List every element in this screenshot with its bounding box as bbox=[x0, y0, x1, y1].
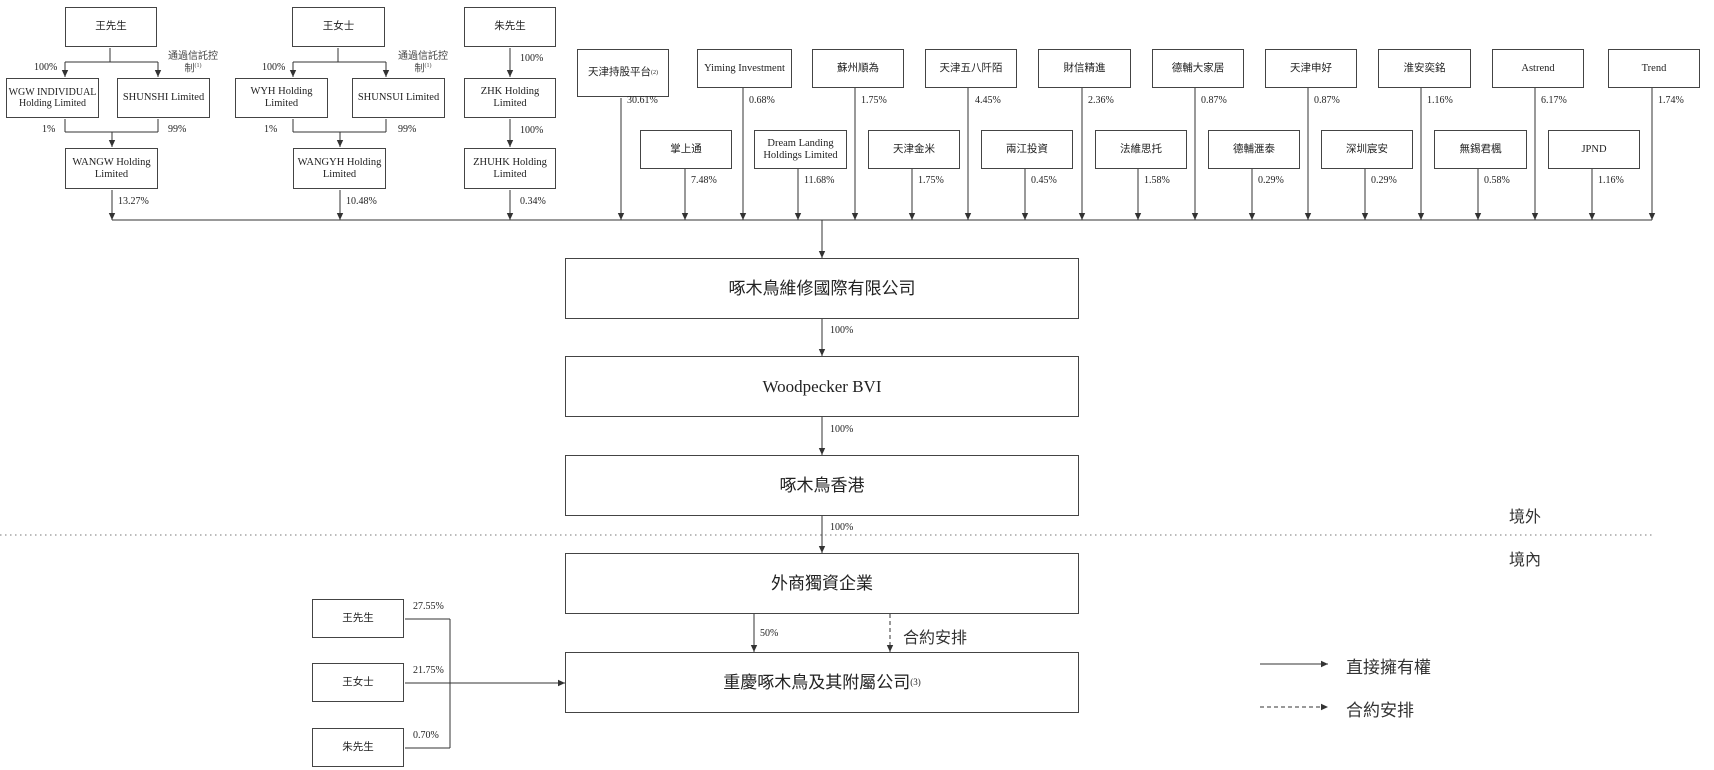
trust-note-1: 通過信託控制(1) bbox=[168, 51, 218, 74]
pct-astrend: 6.17% bbox=[1541, 95, 1567, 106]
shareholder-dream-landing: Dream Landing Holdings Limited bbox=[754, 130, 847, 169]
onshore-label: 境內 bbox=[1509, 552, 1542, 569]
shunshi-box: SHUNSHI Limited bbox=[117, 78, 210, 118]
pct-caixin: 2.36% bbox=[1088, 95, 1114, 106]
holder-wang-mr-box: 王先生 bbox=[312, 599, 404, 638]
pct-tianjin-jinmi: 1.75% bbox=[918, 175, 944, 186]
pct-shunsui-99: 99% bbox=[398, 124, 417, 135]
pct-wgw-1: 1% bbox=[42, 124, 56, 135]
pct-suzhou-shunwei: 1.75% bbox=[861, 95, 887, 106]
chongqing-opco-box: 重慶啄木鳥及其附屬公司(3) bbox=[565, 652, 1079, 713]
pct-huaian-yiming: 1.16% bbox=[1427, 95, 1453, 106]
pct-yiming: 0.68% bbox=[749, 95, 775, 106]
offshore-label: 境外 bbox=[1509, 509, 1542, 526]
pct-holder-zhu-mr: 0.70% bbox=[413, 730, 439, 741]
wgw-box: WGW INDIVIDUAL Holding Limited bbox=[6, 78, 99, 118]
shareholder-wuxi-junfeng: 無錫君楓 bbox=[1434, 130, 1527, 169]
pct-bvi: 100% bbox=[830, 325, 854, 336]
pct-defu-home: 0.87% bbox=[1201, 95, 1227, 106]
cayman-company-box: 啄木鳥維修國際有限公司 bbox=[565, 258, 1079, 319]
shareholder-tianjin-jinmi: 天津金米 bbox=[868, 130, 960, 169]
shareholder-tianjin-58: 天津五八阡陌 bbox=[925, 49, 1017, 88]
pct-shenzhen-chenan: 0.29% bbox=[1371, 175, 1397, 186]
pct-zhuhk-100: 100% bbox=[520, 125, 544, 136]
woodpecker-hk-box: 啄木鳥香港 bbox=[565, 455, 1079, 516]
shareholder-astrend: Astrend bbox=[1492, 49, 1584, 88]
wangyh-box: WANGYH Holding Limited bbox=[293, 148, 386, 189]
pct-shunshi-99: 99% bbox=[168, 124, 187, 135]
pct-dream-landing: 11.68% bbox=[804, 175, 835, 186]
wangw-box: WANGW Holding Limited bbox=[65, 148, 158, 189]
pct-opco: 50% bbox=[760, 628, 779, 639]
shareholder-defu-home: 德輔大家居 bbox=[1152, 49, 1244, 88]
shareholder-trend: Trend bbox=[1608, 49, 1700, 88]
pct-defu-huitai: 0.29% bbox=[1258, 175, 1284, 186]
trust-note-2: 通過信託控制(1) bbox=[398, 51, 448, 74]
pct-wfoe: 100% bbox=[830, 522, 854, 533]
pct-trend: 1.74% bbox=[1658, 95, 1684, 106]
shareholder-defu-huitai: 德輔滙泰 bbox=[1208, 130, 1300, 169]
pct-holder-wang-ms: 21.75% bbox=[413, 665, 444, 676]
pct-tianjin-shenhao: 0.87% bbox=[1314, 95, 1340, 106]
legend-contract-arrangement: 合約安排 bbox=[1346, 701, 1414, 720]
woodpecker-bvi-box: Woodpecker BVI bbox=[565, 356, 1079, 417]
holder-wang-ms-box: 王女士 bbox=[312, 663, 404, 702]
shareholder-tianjin-platform: 天津持股平台(2) bbox=[577, 49, 669, 97]
contract-arrangement-label: 合約安排 bbox=[903, 630, 968, 647]
legend-direct-ownership: 直接擁有權 bbox=[1346, 658, 1431, 677]
pct-tianjin-platform: 30.61% bbox=[627, 95, 658, 106]
shareholder-caixin: 財信精進 bbox=[1038, 49, 1131, 88]
shareholder-jpnd: JPND bbox=[1548, 130, 1640, 169]
shareholder-tianjin-shenhao: 天津申好 bbox=[1265, 49, 1357, 88]
shareholder-zhangshangtong: 掌上通 bbox=[640, 130, 732, 169]
shareholder-liangjiang: 兩江投資 bbox=[981, 130, 1073, 169]
shareholder-shenzhen-chenan: 深圳宸安 bbox=[1321, 130, 1413, 169]
shunsui-box: SHUNSUI Limited bbox=[352, 78, 445, 118]
pct-wangyh: 10.48% bbox=[346, 196, 377, 207]
shareholder-suzhou-shunwei: 蘇州順為 bbox=[812, 49, 904, 88]
pct-liangjiang: 0.45% bbox=[1031, 175, 1057, 186]
shareholder-huaian-yiming: 淮安奕銘 bbox=[1378, 49, 1471, 88]
pct-zhangshangtong: 7.48% bbox=[691, 175, 717, 186]
wang-mr-top-box: 王先生 bbox=[65, 7, 157, 47]
wyh-box: WYH Holding Limited bbox=[235, 78, 328, 118]
shareholder-faweisituo: 法維思托 bbox=[1095, 130, 1187, 169]
pct-jpnd: 1.16% bbox=[1598, 175, 1624, 186]
pct-wyh-1: 1% bbox=[264, 124, 278, 135]
pct-wyh: 100% bbox=[262, 62, 286, 73]
pct-hk: 100% bbox=[830, 424, 854, 435]
zhu-mr-top-box: 朱先生 bbox=[464, 7, 556, 47]
shareholder-yiming: Yiming Investment bbox=[697, 49, 792, 88]
holder-zhu-mr-box: 朱先生 bbox=[312, 728, 404, 767]
wfoe-box: 外商獨資企業 bbox=[565, 553, 1079, 614]
pct-holder-wang-mr: 27.55% bbox=[413, 601, 444, 612]
pct-tianjin-58: 4.45% bbox=[975, 95, 1001, 106]
pct-zhuhk: 0.34% bbox=[520, 196, 546, 207]
zhuhk-box: ZHUHK Holding Limited bbox=[464, 148, 556, 189]
pct-wuxi-junfeng: 0.58% bbox=[1484, 175, 1510, 186]
pct-wgw: 100% bbox=[34, 62, 58, 73]
zhk-box: ZHK Holding Limited bbox=[464, 78, 556, 118]
pct-faweisituo: 1.58% bbox=[1144, 175, 1170, 186]
wang-ms-top-box: 王女士 bbox=[292, 7, 385, 47]
pct-zhk: 100% bbox=[520, 53, 544, 64]
pct-wangw: 13.27% bbox=[118, 196, 149, 207]
